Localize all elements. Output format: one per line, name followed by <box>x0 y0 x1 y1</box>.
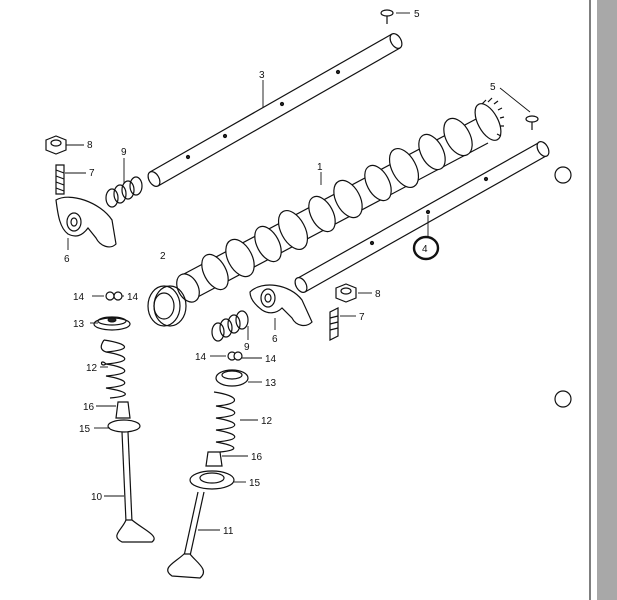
label-9-upper: 9 <box>121 147 127 158</box>
label-10: 10 <box>91 492 103 503</box>
label-15-left: 15 <box>79 424 91 435</box>
label-6-lower: 6 <box>272 334 278 345</box>
label-4: 4 <box>422 244 428 255</box>
label-5-top: 5 <box>414 9 420 20</box>
adjust-screw-lower <box>329 307 339 341</box>
label-14-left-a: 14 <box>73 292 85 303</box>
label-5-right: 5 <box>490 82 496 93</box>
label-12-right: 12 <box>261 416 273 427</box>
screw-right <box>525 115 539 130</box>
label-11: 11 <box>223 526 234 537</box>
label-12-left: 12 <box>86 363 98 374</box>
camshaft <box>176 97 505 303</box>
lock-nut-upper <box>45 135 67 155</box>
label-15-right: 15 <box>249 478 261 489</box>
wave-washers-lower <box>211 310 249 342</box>
lock-nut-lower <box>335 283 357 303</box>
label-1: 1 <box>317 162 323 173</box>
label-7-lower: 7 <box>359 312 365 323</box>
label-14-right-a: 14 <box>195 352 207 363</box>
right-edge-strip <box>597 0 617 600</box>
label-8-upper: 8 <box>87 140 93 151</box>
label-9-lower: 9 <box>244 342 250 353</box>
leader-lines <box>65 12 531 531</box>
wave-washers-upper <box>105 176 143 208</box>
rocker-shaft-lower <box>294 141 550 293</box>
label-7-upper: 7 <box>89 168 95 179</box>
label-2: 2 <box>160 251 166 262</box>
adjust-screw-upper <box>55 164 65 195</box>
label-14-left-b: 14 <box>127 292 139 303</box>
label-16-left: 16 <box>83 402 95 413</box>
binder-hole-top <box>554 166 572 184</box>
label-13-right: 13 <box>265 378 277 389</box>
valve-assembly-right <box>167 351 249 579</box>
rocker-shaft-upper <box>147 33 403 187</box>
label-13-left: 13 <box>73 319 85 330</box>
rocker-arm-lower <box>249 284 313 327</box>
label-16-right: 16 <box>251 452 263 463</box>
rocker-arm-upper <box>55 196 117 248</box>
valve-assembly-left <box>93 291 155 543</box>
binder-hole-bottom <box>554 390 572 408</box>
oil-seal <box>147 285 187 327</box>
label-6-upper: 6 <box>64 254 70 265</box>
label-14-right-b: 14 <box>265 354 277 365</box>
label-8-lower: 8 <box>375 289 381 300</box>
screw-top <box>380 9 394 24</box>
callout-circle-4 <box>412 235 440 261</box>
label-3: 3 <box>259 70 265 81</box>
